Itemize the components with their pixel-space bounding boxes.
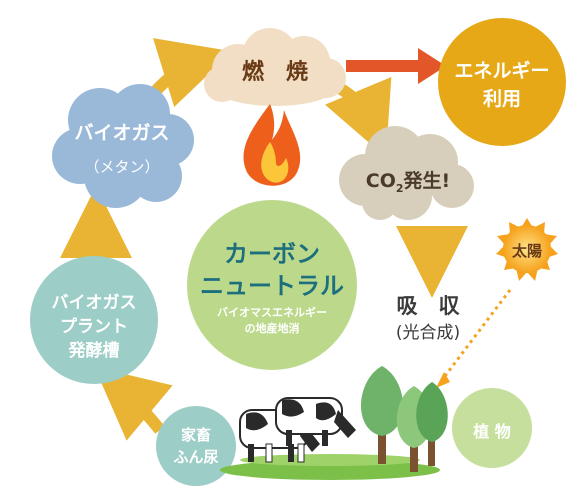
arrow-manure-to-plant	[94, 366, 173, 441]
energy-label-line1: エネルギー	[454, 60, 550, 82]
biogas-cloud	[52, 84, 194, 208]
sun-rays-line	[440, 289, 512, 381]
plant-label-line2: プラント	[60, 317, 128, 337]
arrow-combustion-to-co2	[324, 76, 392, 158]
combustion-cloud	[204, 28, 346, 106]
manure-label-line2: ふん尿	[173, 448, 219, 466]
biogas-plant-circle	[30, 256, 158, 384]
absorb-label-line2: (光合成)	[395, 323, 461, 343]
co2-label-main: CO	[365, 170, 396, 192]
flame-icon	[243, 104, 301, 186]
co2-label-sub: 2	[395, 181, 404, 195]
biogas-label-line2: （メタン）	[84, 158, 160, 176]
tree-icon	[360, 366, 404, 464]
arrow-head-energy	[418, 48, 446, 84]
absorb-label-line1: 吸 収	[396, 294, 460, 318]
plant-label-line3: 発酵槽	[68, 341, 120, 361]
cow-icon-2	[275, 397, 356, 446]
energy-label-line2: 利用	[482, 88, 521, 110]
co2-cloud	[339, 126, 474, 220]
sun-label: 太陽	[511, 242, 542, 260]
center-title-line1: カーボン	[224, 240, 320, 268]
center-sub-line1: バイオマスエネルギー	[217, 306, 327, 319]
energy-circle	[438, 18, 566, 146]
plants-circle	[452, 388, 532, 468]
center-title-line2: ニュートラル	[200, 272, 344, 300]
sun-rays-head	[436, 372, 450, 388]
co2-label-rest: 発生!	[403, 170, 451, 192]
biogas-label-line1: バイオガス	[74, 122, 170, 144]
plant-label-line1: バイオガス	[51, 293, 137, 313]
plants-label: 植 物	[473, 422, 511, 441]
co2-label: CO2発生!	[344, 166, 472, 195]
center-sub-line2: の地産地消	[244, 322, 300, 335]
sun-icon	[496, 218, 558, 281]
tree-icon-3	[416, 382, 448, 466]
manure-label-line1: 家畜	[180, 426, 211, 444]
combustion-label: 燃 焼	[241, 60, 308, 85]
grass	[220, 454, 440, 480]
manure-circle	[156, 406, 236, 486]
center-circle	[187, 200, 357, 370]
